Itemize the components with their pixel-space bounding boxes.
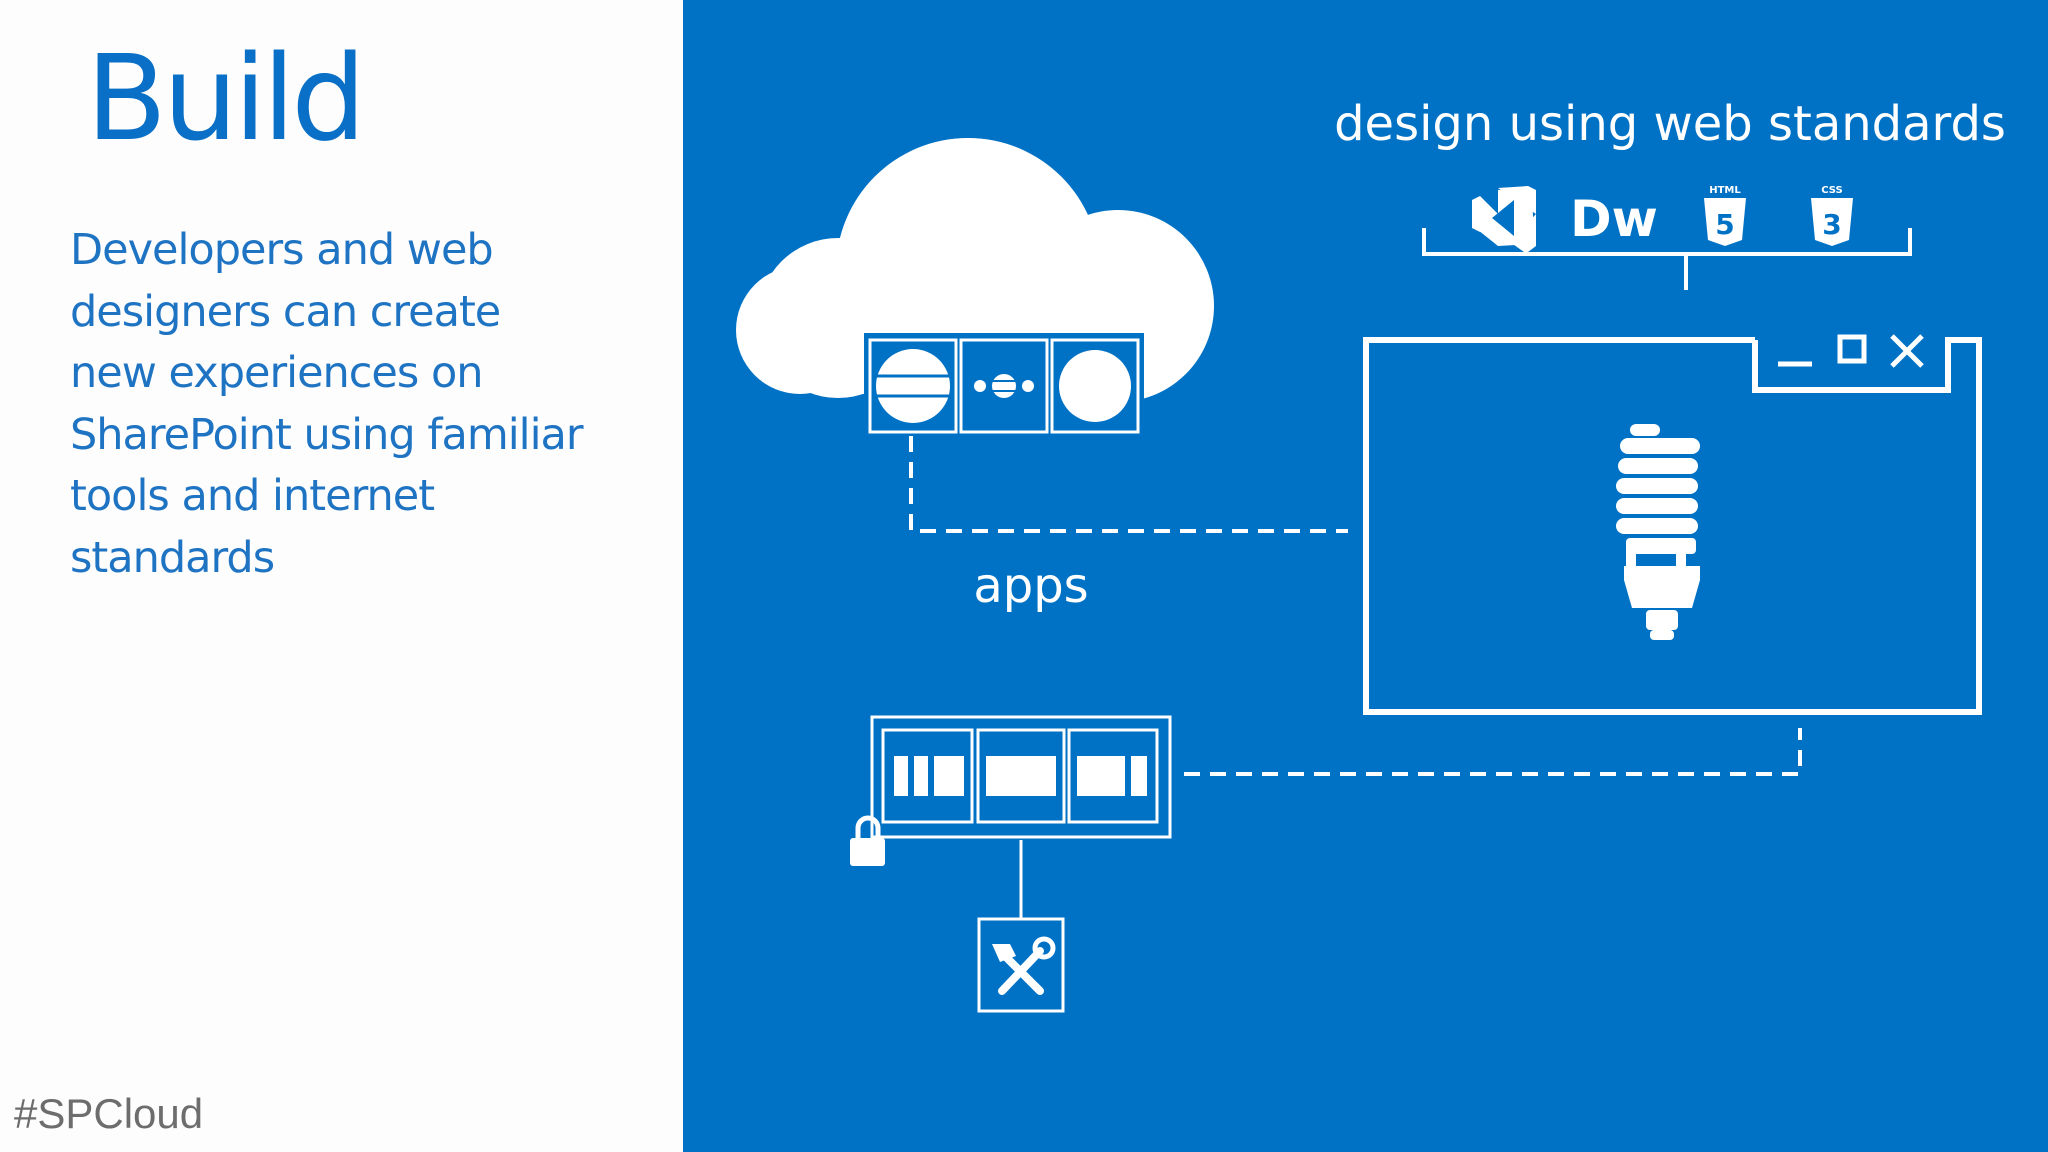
cloud-app-tiles [864, 333, 1144, 434]
slide-body: Developers and web designers can create … [70, 225, 584, 583]
left-panel: Build Developers and web designers can c… [0, 0, 683, 1152]
connector-tiles-window [1184, 728, 1802, 776]
css3-number: 3 [1822, 208, 1841, 241]
html5-label: HTML [1709, 185, 1741, 196]
slide-title: Build [86, 29, 366, 167]
tools-icon [977, 917, 1065, 1013]
connector-cloud-window [909, 436, 1348, 533]
hashtag: #SPCloud [14, 1090, 204, 1137]
caption-apps: apps [973, 558, 1088, 614]
caption-design-standards: design using web standards [1334, 96, 2006, 152]
app-part-tiles [870, 715, 1172, 839]
css3-label: CSS [1821, 185, 1842, 196]
lightbulb-icon [1616, 424, 1700, 640]
css3-icon: CSS 3 [1811, 185, 1853, 246]
tools-bracket [1422, 228, 1912, 290]
visual-studio-icon [1472, 186, 1536, 252]
app-window [1363, 337, 1982, 715]
html5-icon: HTML 5 [1704, 185, 1746, 246]
lock-icon [850, 815, 885, 866]
dreamweaver-icon: Dw [1570, 190, 1658, 248]
maximize-icon [1837, 334, 1867, 364]
html5-number: 5 [1715, 208, 1734, 241]
close-icon [1890, 334, 1924, 368]
window-controls [1778, 334, 1924, 368]
